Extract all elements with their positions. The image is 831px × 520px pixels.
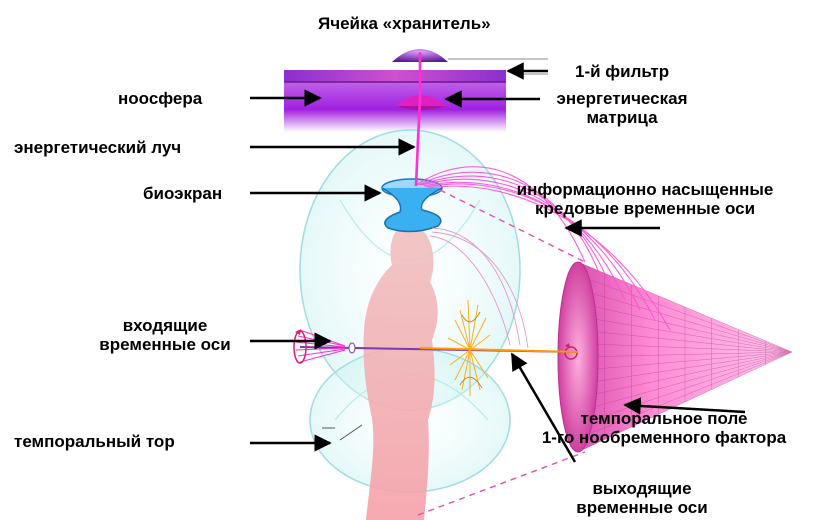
keeper-cell-dome: [392, 49, 548, 62]
label-outgoing-axes: выходящие временные оси: [550, 479, 734, 517]
label-noosphere: ноосфера: [118, 89, 202, 108]
label-incoming-axes: входящие временные оси: [82, 316, 248, 354]
label-info-axes-line2: кредовые временные оси: [468, 199, 822, 218]
label-energy-matrix-line2: матрица: [542, 108, 702, 127]
label-incoming-axes-line1: входящие: [82, 316, 248, 335]
label-incoming-axes-line2: временные оси: [82, 335, 248, 354]
noosphere-band: [284, 70, 506, 132]
label-outgoing-axes-line2: временные оси: [550, 498, 734, 517]
label-info-axes: информационно насыщенные кредовые времен…: [468, 180, 822, 218]
label-temporal-field: темпоральное поле 1-го нообременного фак…: [505, 409, 823, 447]
label-keeper-cell: Ячейка «хранитель»: [318, 14, 491, 33]
label-temporal-field-line2: 1-го нообременного фактора: [505, 428, 823, 447]
label-energy-matrix: энергетическая матрица: [542, 89, 702, 127]
label-info-axes-line1: информационно насыщенные: [468, 180, 822, 199]
label-bioscreen: биоэкран: [143, 184, 222, 203]
label-outgoing-axes-line1: выходящие: [550, 479, 734, 498]
label-energy-matrix-line1: энергетическая: [542, 89, 702, 108]
label-temporal-field-line1: темпоральное поле: [505, 409, 823, 428]
label-temporal-torus: темпоральный тор: [14, 432, 175, 451]
label-filter-1: 1-й фильтр: [575, 62, 669, 81]
label-energy-beam: энергетический луч: [14, 138, 181, 157]
